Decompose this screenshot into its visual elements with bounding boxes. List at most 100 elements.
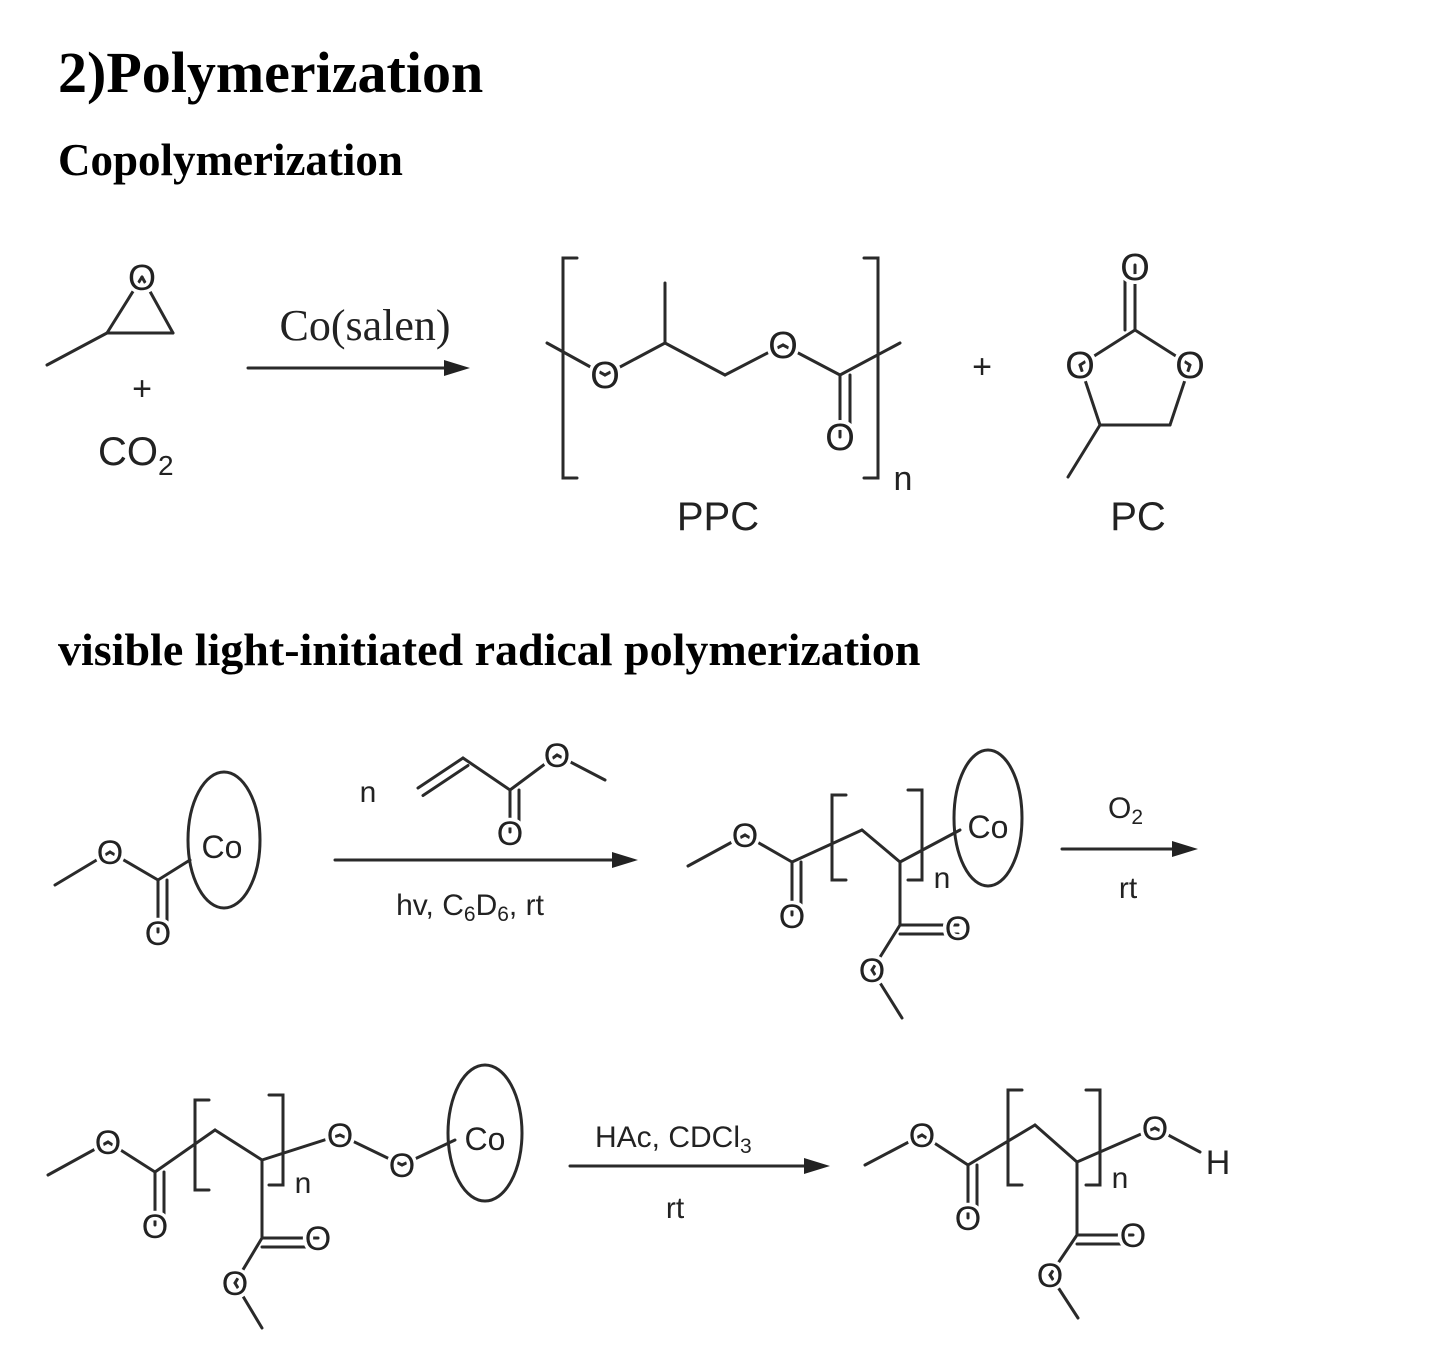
bond bbox=[106, 1140, 157, 1174]
bond bbox=[1066, 423, 1102, 479]
bond bbox=[1168, 363, 1192, 427]
bond bbox=[1048, 1273, 1080, 1320]
bond bbox=[1078, 363, 1102, 427]
bond bbox=[53, 850, 112, 887]
atom-o: O bbox=[95, 1124, 121, 1162]
bond bbox=[508, 753, 559, 792]
bond bbox=[966, 1123, 1037, 1167]
co2-label: CO2 bbox=[98, 430, 174, 481]
bond bbox=[260, 1133, 342, 1162]
atom-o: O bbox=[945, 910, 971, 948]
bond bbox=[838, 341, 902, 377]
ppc-label: PPC bbox=[677, 495, 759, 539]
bond bbox=[898, 828, 962, 864]
product-plus: + bbox=[972, 348, 992, 386]
bond bbox=[686, 833, 747, 868]
bond bbox=[461, 756, 512, 792]
arrowhead-icon bbox=[444, 360, 470, 376]
bond bbox=[920, 1133, 970, 1167]
cond-hv: hv, C bbox=[396, 889, 464, 922]
bond bbox=[1048, 1233, 1079, 1277]
atom-o: O bbox=[305, 1220, 331, 1258]
cond-d: D bbox=[476, 889, 498, 922]
atom-co: Co bbox=[968, 809, 1009, 845]
bond bbox=[105, 275, 144, 335]
arrowhead-icon bbox=[612, 852, 638, 868]
bond bbox=[213, 1128, 264, 1162]
atom-o: O bbox=[859, 952, 885, 990]
bond bbox=[545, 341, 607, 377]
arrowhead-icon bbox=[1172, 841, 1198, 857]
bond bbox=[400, 1138, 457, 1167]
atom-co: Co bbox=[202, 829, 243, 865]
cobalt-complex-ellipse bbox=[952, 748, 1024, 888]
atom-o: O bbox=[768, 325, 798, 367]
atom-o: O bbox=[1120, 1217, 1146, 1255]
cdcl3-subscript: 3 bbox=[740, 1135, 752, 1158]
bond bbox=[723, 343, 785, 377]
atom-o: O bbox=[97, 834, 123, 872]
atom-o: O bbox=[779, 898, 805, 936]
atom-o: O bbox=[145, 915, 171, 953]
cobalt-complex-ellipse bbox=[446, 1063, 524, 1203]
bond bbox=[1078, 328, 1137, 367]
step1-conditions: hv, C6D6, rt bbox=[396, 889, 545, 926]
step3-reagent: HAc, CDCl3 bbox=[595, 1121, 752, 1158]
cond-sub2: 6 bbox=[497, 903, 509, 926]
atom-o: O bbox=[222, 1265, 248, 1303]
atom-o: O bbox=[497, 815, 523, 853]
double-bond bbox=[416, 756, 465, 790]
bond bbox=[603, 341, 667, 377]
bracket-right bbox=[862, 256, 880, 480]
atom-o: O bbox=[1120, 247, 1150, 289]
bond bbox=[863, 1133, 924, 1167]
bond bbox=[46, 1140, 110, 1177]
radical-heading: visible light-initiated radical polymeri… bbox=[58, 624, 920, 675]
atom-o: O bbox=[1175, 345, 1205, 387]
bond bbox=[156, 858, 192, 882]
bond bbox=[153, 1128, 217, 1174]
bracket-right bbox=[1084, 1088, 1102, 1187]
bond bbox=[860, 828, 902, 864]
step2-conditions: rt bbox=[1119, 872, 1138, 905]
cond-rest: , rt bbox=[509, 889, 545, 922]
atom-o: O bbox=[389, 1147, 415, 1185]
cond-sub1: 6 bbox=[464, 903, 476, 926]
bond-lines bbox=[45, 256, 1202, 1330]
atom-o: O bbox=[142, 1208, 168, 1246]
bond bbox=[781, 343, 842, 377]
bracket-left bbox=[830, 793, 848, 882]
o2-main: O bbox=[1108, 792, 1131, 825]
bond bbox=[1033, 1123, 1079, 1164]
atom-o: O bbox=[1142, 1110, 1168, 1148]
arrowhead-icon bbox=[804, 1158, 830, 1174]
atom-n: n bbox=[295, 1167, 312, 1200]
bracket-right bbox=[906, 788, 924, 882]
step2-reagent: O2 bbox=[1108, 792, 1143, 829]
hac-main: HAc, CDCl bbox=[595, 1121, 740, 1154]
catalyst-label: Co(salen) bbox=[279, 301, 450, 350]
co2-subscript: 2 bbox=[158, 450, 174, 481]
atom-n: n bbox=[1112, 1162, 1129, 1195]
atom-o: O bbox=[909, 1117, 935, 1155]
bond bbox=[338, 1133, 404, 1167]
bond bbox=[233, 1281, 264, 1330]
bond bbox=[1075, 1126, 1157, 1164]
bond bbox=[870, 923, 902, 972]
bracket-left bbox=[1006, 1088, 1024, 1187]
atom-n: n bbox=[894, 460, 913, 498]
reactant-plus: + bbox=[132, 370, 152, 408]
atom-n: n bbox=[934, 862, 951, 895]
atom-o: O bbox=[590, 355, 620, 397]
bond bbox=[45, 331, 109, 367]
bond bbox=[1133, 328, 1192, 367]
section-title: 2)Polymerization bbox=[58, 40, 483, 105]
atom-co: Co bbox=[465, 1121, 506, 1157]
atom-o: O bbox=[544, 737, 570, 775]
cobalt-complex-ellipse bbox=[186, 770, 262, 910]
double-bond bbox=[421, 763, 470, 797]
atom-o: O bbox=[955, 1200, 981, 1238]
bracket-right bbox=[267, 1093, 285, 1187]
atom-o: O bbox=[1065, 345, 1095, 387]
